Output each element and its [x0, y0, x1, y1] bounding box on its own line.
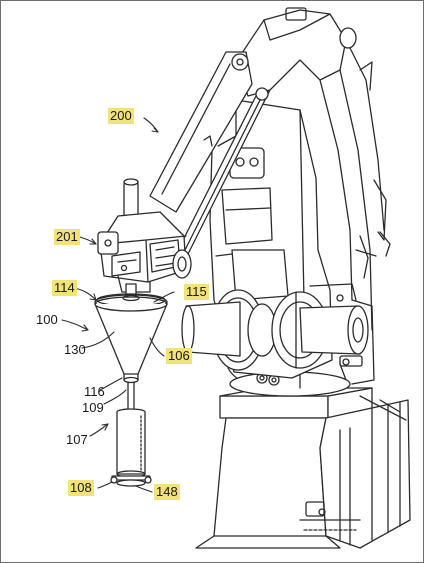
ref-label-114: 114: [52, 280, 77, 296]
ref-label-100: 100: [36, 312, 58, 327]
leader-lines: [61, 117, 175, 493]
tube-assembly: [110, 381, 152, 487]
ref-label-107: 107: [66, 432, 88, 447]
ref-label-130: 130: [64, 342, 86, 357]
ref-label-108: 108: [68, 480, 94, 496]
upper-arm: [235, 7, 391, 385]
hopper-cone: [94, 293, 168, 384]
pedestal-base: [195, 387, 411, 549]
ref-label-116: 116: [84, 384, 105, 399]
end-effector: [97, 178, 192, 299]
ref-label-106: 106: [166, 348, 192, 364]
ref-label-200: 200: [108, 108, 134, 124]
ref-label-201: 201: [54, 229, 80, 245]
motor-hub: [181, 283, 369, 371]
forearm: [149, 51, 271, 255]
ref-label-148: 148: [154, 484, 180, 500]
ref-label-115: 115: [184, 284, 209, 300]
ref-label-109: 109: [82, 400, 104, 415]
